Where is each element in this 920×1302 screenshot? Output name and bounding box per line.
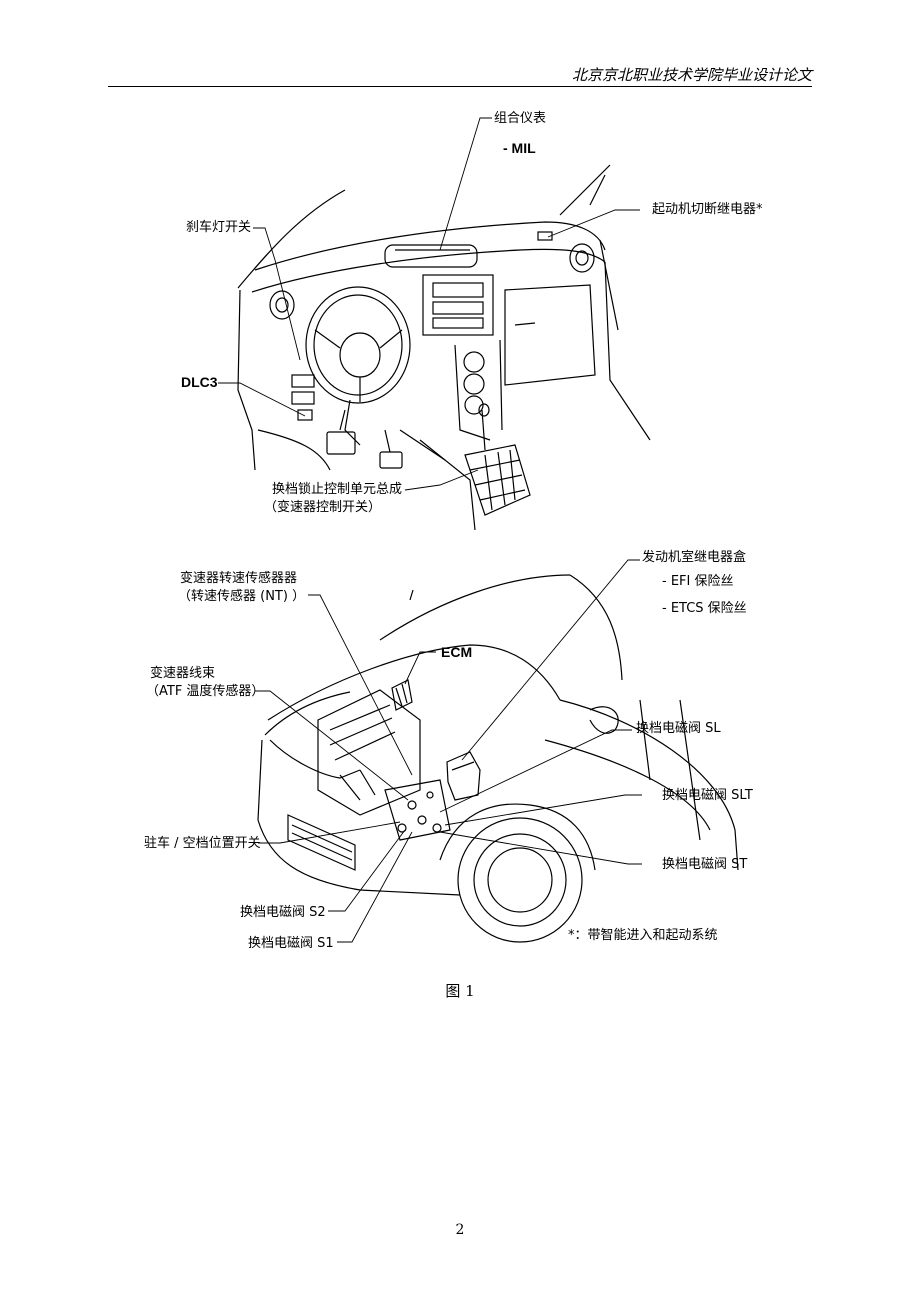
label-trans-control-switch: （变速器控制开关）	[264, 500, 382, 515]
label-atf-temp-sensor: （ATF 温度传感器）	[146, 684, 265, 699]
figure-caption: 图 1	[445, 982, 475, 1000]
label-stop-lamp-switch: 刹车灯开关	[186, 220, 252, 235]
label-etcs-fuse: - ETCS 保险丝	[662, 601, 747, 616]
label-shift-lock-unit: 换档锁止控制单元总成	[272, 482, 403, 497]
header-title: 北京京北职业技术学院毕业设计论文	[571, 66, 812, 84]
label-solenoid-s1: 换档电磁阀 S1	[248, 936, 334, 951]
label-solenoid-s2: 换档电磁阀 S2	[240, 905, 326, 920]
label-relay-box: 发动机室继电器盒	[642, 550, 747, 565]
label-dlc3: DLC3	[181, 374, 218, 390]
label-solenoid-st: 换档电磁阀 ST	[662, 857, 748, 872]
label-speed-sensor-nt: （转速传感器 (NT) ）	[178, 589, 306, 604]
label-mil: - MIL	[503, 140, 536, 156]
label-wire-harness: 变速器线束	[150, 666, 216, 681]
label-efi-fuse: - EFI 保险丝	[662, 574, 734, 589]
label-solenoid-slt: 换档电磁阀 SLT	[662, 788, 753, 803]
footnote: *：带智能进入和起动系统	[568, 928, 718, 943]
dashboard-illustration	[218, 117, 651, 531]
page-number: 2	[455, 1222, 465, 1238]
label-speed-sensor: 变速器转速传感器器	[180, 571, 298, 586]
label-park-neutral-switch: 驻车 / 空档位置开关	[144, 836, 261, 851]
label-solenoid-sl: 换档电磁阀 SL	[636, 721, 721, 736]
label-instrument-cluster: 组合仪表	[494, 111, 547, 126]
engine-bay-illustration	[255, 559, 739, 943]
label-starter-cut-relay: 起动机切断继电器*	[652, 202, 763, 217]
page-header: 北京京北职业技术学院毕业设计论文	[108, 62, 812, 87]
label-ecm: ECM	[441, 644, 473, 660]
